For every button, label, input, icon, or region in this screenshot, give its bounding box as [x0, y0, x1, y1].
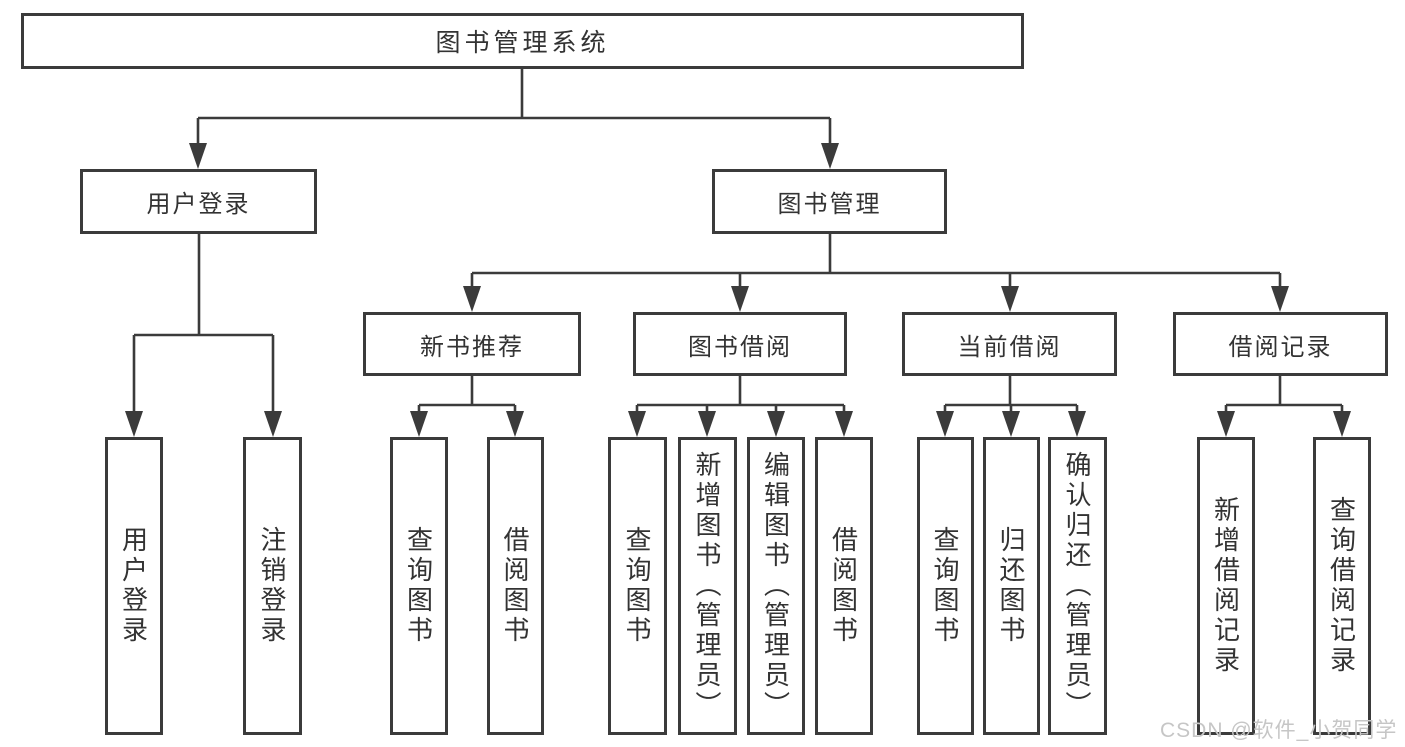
connector-path [196, 69, 832, 145]
node-nb-query-books: 查询图书 [390, 437, 448, 735]
node-label: 归还图书 [996, 526, 1026, 646]
connector-path [132, 234, 275, 413]
node-book-mgmt: 图书管理 [712, 169, 947, 234]
node-user-login: 用户登录 [80, 169, 317, 234]
edge-root-to-level2 [189, 69, 839, 169]
down-arrowhead-icon [1001, 286, 1019, 312]
node-label: 确认归还（管理员） [1062, 451, 1092, 721]
node-label: 注销登录 [257, 526, 287, 646]
node-borrow-records: 借阅记录 [1173, 312, 1388, 376]
node-label: 查询借阅记录 [1326, 496, 1357, 676]
edge-borrow-records-children [1217, 376, 1351, 437]
node-label: 图书借阅 [688, 333, 792, 361]
node-label: 新增图书（管理员） [692, 451, 722, 721]
edge-current-borrow-children [936, 376, 1086, 437]
node-bb-query-books: 查询图书 [608, 437, 667, 735]
down-arrowhead-icon [1333, 411, 1351, 437]
connector-path [1224, 376, 1344, 413]
node-label: 查询图书 [622, 526, 652, 646]
down-arrowhead-icon [1002, 411, 1020, 437]
node-ul-user-login: 用户登录 [105, 437, 163, 735]
node-label: 用户登录 [146, 191, 251, 218]
node-ul-logout: 注销登录 [243, 437, 302, 735]
node-label: 新书推荐 [420, 333, 524, 361]
down-arrowhead-icon [821, 143, 839, 169]
connector-path [470, 234, 1282, 288]
node-label: 借阅图书 [828, 526, 859, 646]
node-bb-borrow-books: 借阅图书 [815, 437, 873, 735]
node-book-borrow: 图书借阅 [633, 312, 847, 376]
node-label: 借阅图书 [500, 526, 530, 646]
down-arrowhead-icon [410, 411, 428, 437]
node-label: 查询图书 [403, 526, 434, 646]
node-cb-return-books: 归还图书 [983, 437, 1040, 735]
node-new-book-rec: 新书推荐 [363, 312, 581, 376]
down-arrowhead-icon [189, 143, 207, 169]
node-label: 编辑图书（管理员） [760, 451, 791, 721]
node-label: 查询图书 [930, 526, 960, 646]
node-cb-query-books: 查询图书 [917, 437, 974, 735]
node-bb-add-books: 新增图书（管理员） [678, 437, 737, 735]
down-arrowhead-icon [1217, 411, 1235, 437]
down-arrowhead-icon [628, 411, 646, 437]
node-label: 新增借阅记录 [1210, 496, 1241, 676]
edge-new-book-rec-children [410, 376, 524, 437]
node-bb-edit-books: 编辑图书（管理员） [747, 437, 805, 735]
down-arrowhead-icon [506, 411, 524, 437]
connector-path [943, 376, 1079, 413]
watermark: CSDN @软件_小贺同学 [1160, 719, 1398, 742]
node-nb-borrow-books: 借阅图书 [487, 437, 544, 735]
node-br-add-record: 新增借阅记录 [1197, 437, 1255, 735]
down-arrowhead-icon [1271, 286, 1289, 312]
down-arrowhead-icon [936, 411, 954, 437]
down-arrowhead-icon [1068, 411, 1086, 437]
node-cb-confirm-return: 确认归还（管理员） [1048, 437, 1107, 735]
node-br-query-record: 查询借阅记录 [1313, 437, 1371, 735]
down-arrowhead-icon [731, 286, 749, 312]
node-root: 图书管理系统 [21, 13, 1024, 69]
edge-book-mgmt-children [463, 234, 1289, 312]
edge-book-borrow-children [628, 376, 853, 437]
down-arrowhead-icon [835, 411, 853, 437]
node-label: 图书管理 [777, 191, 882, 218]
down-arrowhead-icon [463, 286, 481, 312]
connector-path [635, 376, 846, 413]
node-label: 当前借阅 [957, 333, 1062, 361]
down-arrowhead-icon [264, 411, 282, 437]
node-label: 借阅记录 [1228, 333, 1333, 361]
connector-path [417, 376, 517, 413]
node-current-borrow: 当前借阅 [902, 312, 1117, 376]
down-arrowhead-icon [767, 411, 785, 437]
down-arrowhead-icon [698, 411, 716, 437]
node-label: 图书管理系统 [435, 29, 610, 57]
node-label: 用户登录 [118, 526, 149, 646]
edge-user-login-children [125, 234, 282, 437]
down-arrowhead-icon [125, 411, 143, 437]
